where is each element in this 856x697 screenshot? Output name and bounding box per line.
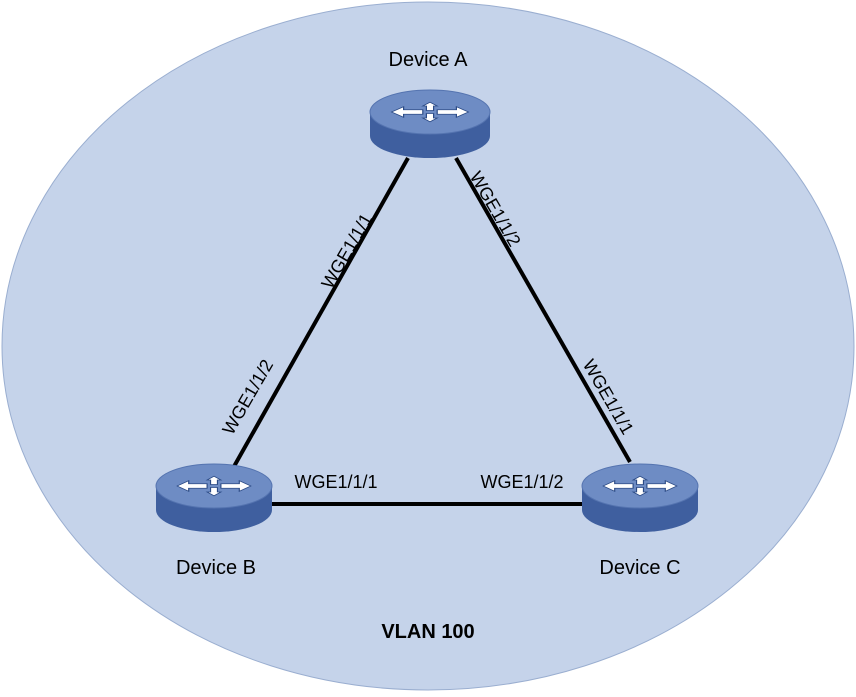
port-label: WGE1/1/1 xyxy=(294,472,377,492)
router-icon xyxy=(369,89,491,158)
router-icon xyxy=(581,463,699,532)
device-a[interactable] xyxy=(369,89,491,158)
port-label: WGE1/1/2 xyxy=(480,472,563,492)
device-label: Device A xyxy=(389,49,469,71)
router-icon xyxy=(155,463,273,532)
vlan-label: VLAN 100 xyxy=(381,621,474,643)
device-label: Device C xyxy=(599,557,680,579)
link-a-b xyxy=(230,157,410,471)
device-label: Device B xyxy=(176,557,256,579)
device-b[interactable] xyxy=(155,463,273,532)
link-a-c xyxy=(454,157,632,463)
device-c[interactable] xyxy=(581,463,699,532)
